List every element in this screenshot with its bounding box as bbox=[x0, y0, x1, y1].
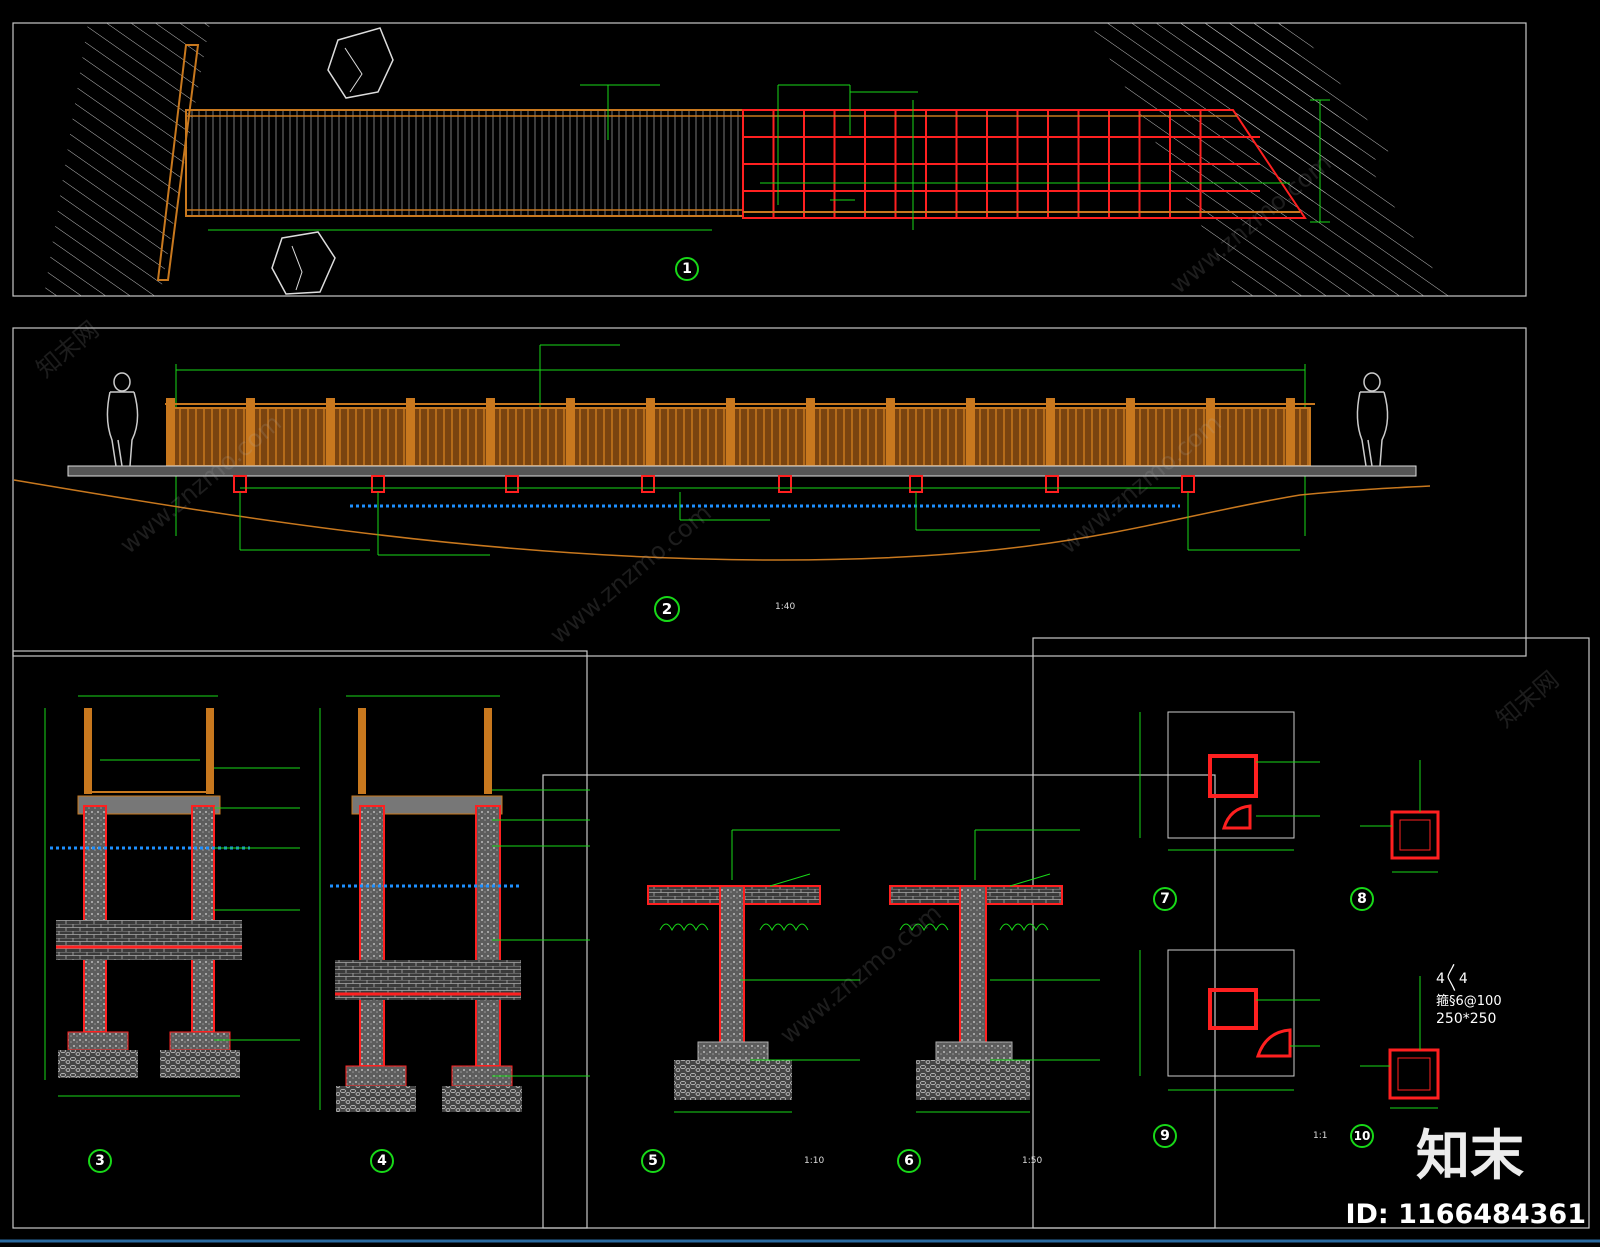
view-marker-2: 2 bbox=[654, 596, 680, 622]
pier bbox=[641, 475, 655, 493]
railing-post bbox=[1286, 398, 1295, 466]
railing-posts bbox=[166, 398, 1295, 466]
structure-grid bbox=[742, 109, 1307, 219]
railing-post bbox=[486, 398, 495, 466]
view-marker-3: 3 bbox=[88, 1149, 112, 1173]
section-4 bbox=[319, 695, 590, 1112]
callout-10-line2: 箍§6@100 bbox=[1436, 994, 1502, 1009]
railing-post bbox=[406, 398, 415, 466]
railing-post bbox=[1206, 398, 1215, 466]
section-9 bbox=[1139, 949, 1320, 1091]
pier bbox=[1181, 475, 1195, 493]
railing-post bbox=[886, 398, 895, 466]
view-marker-1: 1 bbox=[675, 257, 699, 281]
pier bbox=[371, 475, 385, 493]
railing-post bbox=[1046, 398, 1055, 466]
piers bbox=[233, 475, 1195, 493]
pier bbox=[1045, 475, 1059, 493]
railing-post bbox=[966, 398, 975, 466]
pier bbox=[909, 475, 923, 493]
railing-post bbox=[806, 398, 815, 466]
view-marker-7: 7 bbox=[1153, 887, 1177, 911]
elevation-view bbox=[13, 344, 1431, 561]
view-scale-5: 1:10 bbox=[804, 1156, 825, 1166]
pier bbox=[505, 475, 519, 493]
view-marker-6: 6 bbox=[897, 1149, 921, 1173]
view-scale-2: 1:40 bbox=[775, 602, 796, 612]
view-scale-6: 1:50 bbox=[1022, 1156, 1043, 1166]
section-8 bbox=[1360, 760, 1440, 873]
railing-post bbox=[246, 398, 255, 466]
plan-view bbox=[44, 23, 1450, 296]
railing-post bbox=[1126, 398, 1135, 466]
view-scale-9: 1:1 bbox=[1313, 1131, 1328, 1141]
pier bbox=[778, 475, 792, 493]
callout-10-line3: 250*250 bbox=[1436, 1011, 1497, 1027]
view-marker-5: 5 bbox=[641, 1149, 665, 1173]
railing-post bbox=[566, 398, 575, 466]
railing-post bbox=[326, 398, 335, 466]
section-3 bbox=[44, 695, 300, 1097]
section-6 bbox=[889, 829, 1100, 1113]
section-10 bbox=[1360, 976, 1440, 1109]
pier bbox=[233, 475, 247, 493]
callout-10-line1: 4〱4 bbox=[1436, 971, 1468, 987]
railing-post bbox=[166, 398, 175, 466]
railing-post bbox=[646, 398, 655, 466]
view-marker-8: 8 bbox=[1350, 887, 1374, 911]
view-marker-9: 9 bbox=[1153, 1124, 1177, 1148]
image-id: ID: 1166484361 bbox=[1345, 1199, 1586, 1230]
view-marker-4: 4 bbox=[370, 1149, 394, 1173]
section-5 bbox=[647, 829, 860, 1113]
brand-logo: 知末 bbox=[1416, 1124, 1524, 1187]
railing-post bbox=[726, 398, 735, 466]
view-marker-10: 10 bbox=[1350, 1124, 1374, 1148]
section-7 bbox=[1139, 711, 1320, 851]
